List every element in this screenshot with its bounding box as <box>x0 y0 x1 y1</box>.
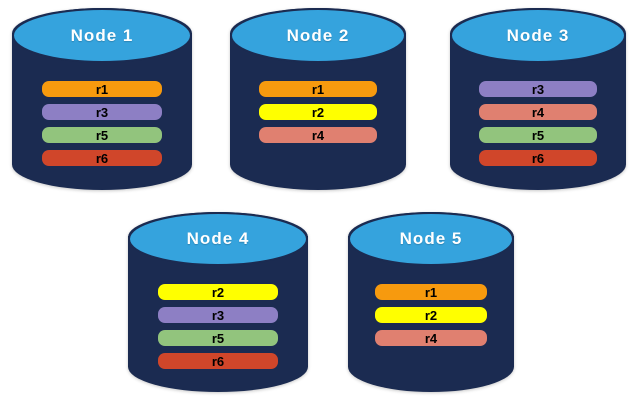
partition-label: r6 <box>95 150 109 166</box>
partition-bar[interactable]: r6 <box>158 353 278 369</box>
partition-bar[interactable]: r3 <box>479 81 597 97</box>
partition-bar[interactable]: r4 <box>259 127 377 143</box>
partition-bar[interactable]: r2 <box>375 307 487 323</box>
partition-list: r1 r3 r5 r6 <box>42 81 162 173</box>
partition-bar[interactable]: r3 <box>42 104 162 120</box>
partition-label: r1 <box>311 81 325 97</box>
partition-bar[interactable]: r4 <box>375 330 487 346</box>
partition-label: r5 <box>95 127 109 143</box>
database-node[interactable]: Node 4 r2 r3 r5 r6 <box>128 212 308 392</box>
partition-bar[interactable]: r1 <box>259 81 377 97</box>
partition-label: r6 <box>211 353 225 369</box>
database-node[interactable]: Node 2 r1 r2 r4 <box>230 8 406 190</box>
partition-label: r2 <box>311 104 325 120</box>
partition-bar[interactable]: r2 <box>158 284 278 300</box>
node-cylinder-top: Node 1 <box>12 8 192 63</box>
node-cylinder-top: Node 2 <box>230 8 406 63</box>
database-node[interactable]: Node 1 r1 r3 r5 r6 <box>12 8 192 190</box>
partition-bar[interactable]: r5 <box>42 127 162 143</box>
partition-bar[interactable]: r4 <box>479 104 597 120</box>
database-node[interactable]: Node 3 r3 r4 r5 r6 <box>450 8 626 190</box>
partition-label: r4 <box>424 330 438 346</box>
partition-label: r5 <box>211 330 225 346</box>
node-cylinder-top: Node 3 <box>450 8 626 63</box>
partition-label: r3 <box>211 307 225 323</box>
node-title: Node 4 <box>186 229 250 248</box>
partition-bar[interactable]: r1 <box>42 81 162 97</box>
database-node[interactable]: Node 5 r1 r2 r4 <box>348 212 514 392</box>
partition-label: r3 <box>95 104 109 120</box>
partition-bar[interactable]: r6 <box>42 150 162 166</box>
partition-label: r4 <box>311 127 325 143</box>
partition-label: r1 <box>424 284 438 300</box>
partition-bar[interactable]: r1 <box>375 284 487 300</box>
node-cylinder-top: Node 5 <box>348 212 514 266</box>
node-title: Node 2 <box>286 25 350 45</box>
partition-list: r1 r2 r4 <box>259 81 377 150</box>
node-title: Node 5 <box>399 229 463 248</box>
partition-label: r5 <box>531 127 545 143</box>
partition-bar[interactable]: r5 <box>479 127 597 143</box>
partition-label: r2 <box>211 284 225 300</box>
partition-label: r1 <box>95 81 109 97</box>
partition-label: r4 <box>531 104 545 120</box>
partition-label: r3 <box>531 81 545 97</box>
partition-label: r6 <box>531 150 545 166</box>
partition-bar[interactable]: r3 <box>158 307 278 323</box>
partition-list: r1 r2 r4 <box>375 284 487 353</box>
partition-bar[interactable]: r6 <box>479 150 597 166</box>
partition-bar[interactable]: r2 <box>259 104 377 120</box>
node-title: Node 1 <box>70 25 134 45</box>
node-cylinder-top: Node 4 <box>128 212 308 266</box>
partition-list: r2 r3 r5 r6 <box>158 284 278 376</box>
partition-label: r2 <box>424 307 438 323</box>
partition-bar[interactable]: r5 <box>158 330 278 346</box>
node-title: Node 3 <box>506 25 570 45</box>
partition-list: r3 r4 r5 r6 <box>479 81 597 173</box>
